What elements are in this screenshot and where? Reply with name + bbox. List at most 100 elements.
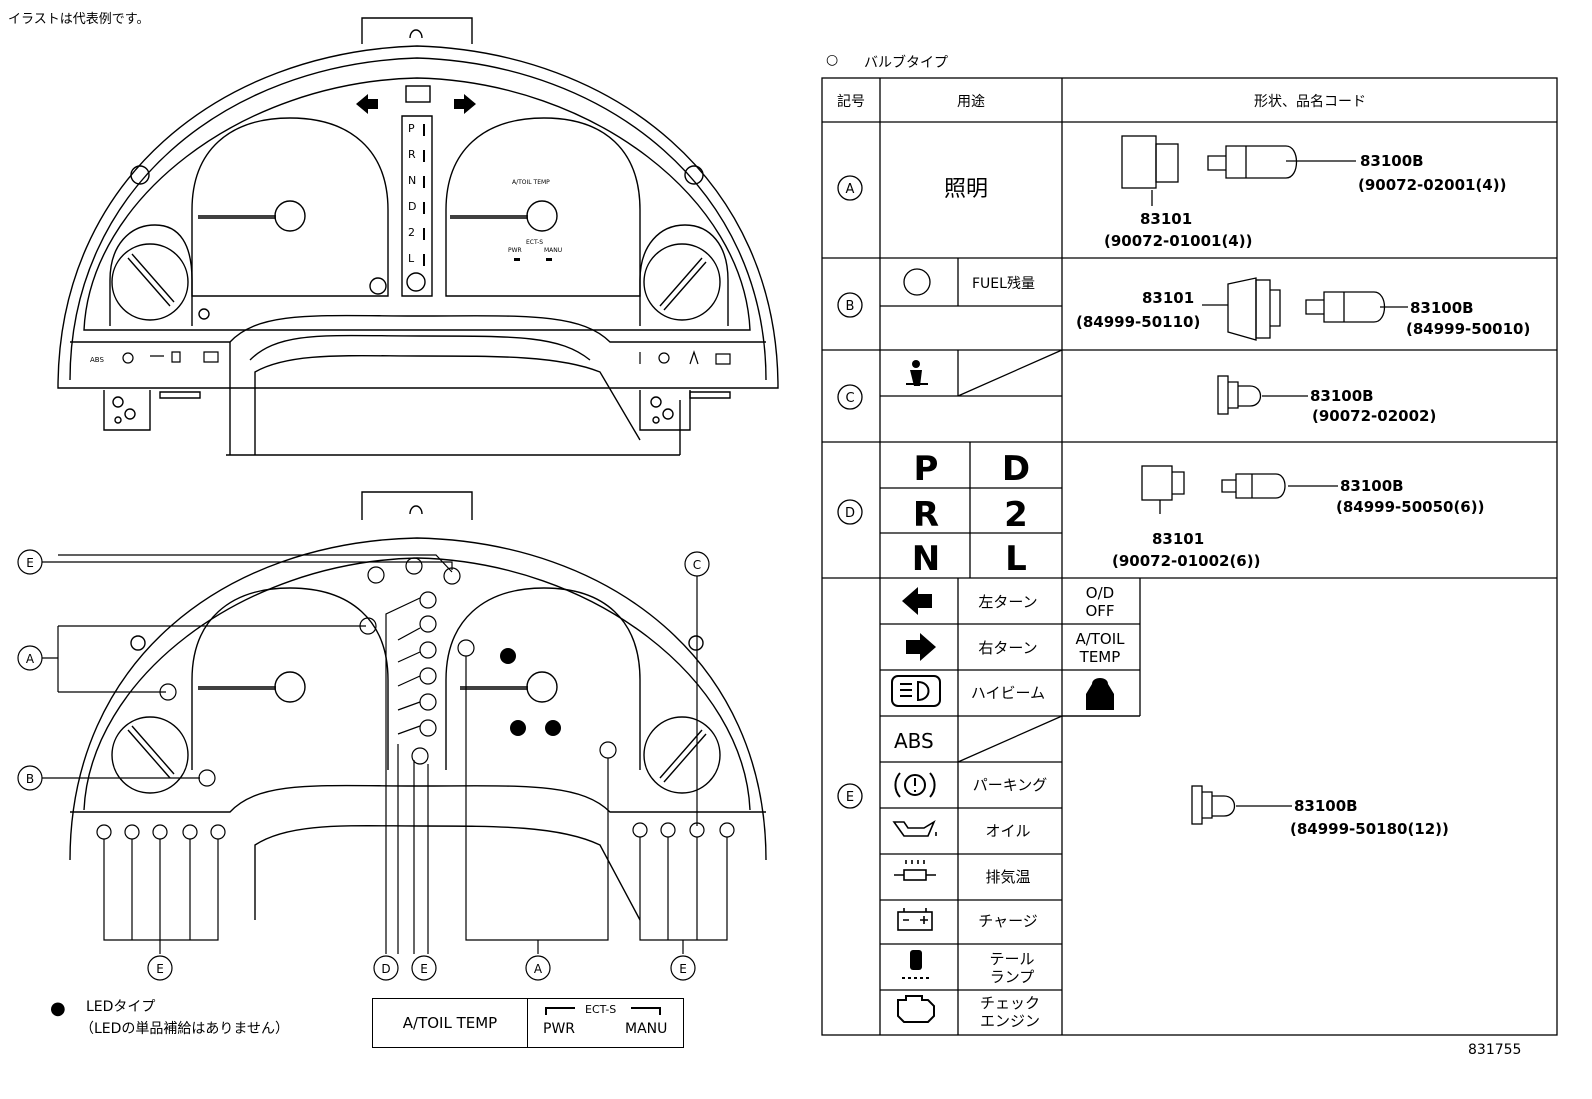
ect-small-label: ECT-S <box>526 239 543 246</box>
cluster-top-drawing: P R N D 2 L A/TOIL TEMP ECT-S PWR MANU A… <box>57 17 779 456</box>
row-e-high-beam: ハイビーム <box>971 684 1045 702</box>
led-type-label: LEDタイプ <box>86 999 156 1015</box>
row-d-letter-p: P <box>914 449 939 489</box>
row-c-code1: 83100B <box>1310 387 1374 405</box>
oil-pressure-icon <box>892 820 937 837</box>
row-b-symbol: B <box>846 299 855 314</box>
row-e-od-1: O/D <box>1086 584 1114 602</box>
row-e-exhaust-temp: 排気温 <box>985 868 1030 886</box>
led-note: （LEDの単品補給はありません） <box>80 1021 290 1037</box>
gear-letter: P <box>408 122 415 135</box>
bulb-e-drawing <box>1191 785 1292 825</box>
seatbelt-icon <box>906 360 928 386</box>
bulb-type-marker: ○ <box>826 52 839 68</box>
illustration-note: イラストは代表例です。 <box>8 12 150 27</box>
cluster-bottom-drawing: E A B C E D E A E <box>17 491 767 981</box>
row-d-code1: 83100B <box>1340 477 1404 495</box>
gear-letter: N <box>408 174 416 187</box>
row-b-sub1: (84999-50110) <box>1076 313 1200 331</box>
row-b-usage: FUEL残量 <box>972 276 1035 292</box>
row-d-code2: 83101 <box>1152 530 1204 548</box>
row-e-symbol: E <box>846 790 854 805</box>
gear-letter: 2 <box>408 226 415 239</box>
row-b-sub2: (84999-50010) <box>1406 320 1530 338</box>
row-a-sub1: (90072-02001(4)) <box>1358 176 1506 194</box>
row-a-symbol: A <box>846 182 855 197</box>
row-e-right-turn: 右ターン <box>978 639 1037 657</box>
row-a-sub2: (90072-01001(4)) <box>1104 232 1252 250</box>
header-symbol: 記号 <box>837 93 865 110</box>
gear-letter: D <box>408 200 416 213</box>
callout-e-bottom-left: E <box>156 962 164 976</box>
abs-small-label: ABS <box>90 356 104 364</box>
row-e-tail-2: ランプ <box>990 968 1035 986</box>
right-turn-icon <box>906 633 936 661</box>
row-a-usage: 照明 <box>944 177 988 202</box>
row-d-symbol: D <box>845 506 855 521</box>
bulb-c-drawing <box>1217 375 1308 415</box>
atoil-small-label: A/TOIL TEMP <box>512 179 550 186</box>
gear-letter: R <box>408 148 416 161</box>
parking-brake-icon <box>894 772 936 798</box>
pwr-label: PWR <box>543 1021 576 1037</box>
row-e-atoil-2: TEMP <box>1079 648 1121 666</box>
row-e-od-2: OFF <box>1085 602 1114 620</box>
row-e-charge: チャージ <box>978 912 1038 930</box>
row-e-sub1: (84999-50180(12)) <box>1290 820 1449 838</box>
exhaust-temp-icon <box>894 860 936 881</box>
row-e-abs: ABS <box>894 729 934 753</box>
row-e-check-2: エンジン <box>980 1012 1040 1030</box>
document-number: 831755 <box>1468 1042 1522 1058</box>
row-a-code1: 83100B <box>1360 152 1424 170</box>
bulb-b-drawing <box>1202 277 1408 341</box>
row-c-sub1: (90072-02002) <box>1312 407 1436 425</box>
warning-icons-top <box>122 350 731 365</box>
row-e-left-turn: 左ターン <box>978 593 1037 611</box>
row-d-letter-d: D <box>1002 449 1030 489</box>
row-d-sub2: (90072-01002(6)) <box>1112 552 1260 570</box>
row-c-symbol: C <box>845 391 854 406</box>
bulb-d-drawing <box>1141 465 1338 514</box>
callout-a-bottom: A <box>534 962 543 976</box>
check-engine-icon <box>897 995 935 1023</box>
row-e-oil: オイル <box>985 822 1030 840</box>
row-b-code1: 83101 <box>1142 289 1194 307</box>
row-e-tail-1: テール <box>989 950 1034 968</box>
row-e-atoil-1: A/TOIL <box>1075 630 1125 648</box>
row-d-sub1: (84999-50050(6)) <box>1336 498 1484 516</box>
callout-e-bottom-center: E <box>420 962 428 976</box>
pwr-small-label: PWR <box>508 247 522 254</box>
header-usage: 用途 <box>957 93 985 110</box>
atoil-temp-label: A/TOIL TEMP <box>373 999 528 1047</box>
indicator-panel: A/TOIL TEMP ECT-S PWR MANU <box>372 998 684 1048</box>
high-beam-icon <box>891 675 941 707</box>
manu-label: MANU <box>625 1021 668 1037</box>
callout-b-left: B <box>26 772 34 786</box>
row-d-letter-n: N <box>912 539 940 579</box>
callout-d-bottom: D <box>381 962 390 976</box>
callout-c-right: C <box>693 558 701 572</box>
callout-e-left: E <box>26 556 34 570</box>
row-e-check-1: チェック <box>980 994 1040 1012</box>
row-a-code2: 83101 <box>1140 210 1192 228</box>
led-marker: ● <box>50 998 66 1019</box>
tail-lamp-icon <box>902 950 930 979</box>
battery-charge-icon <box>897 908 933 931</box>
bulb-type-title: バルブタイプ <box>864 55 948 71</box>
header-shape: 形状、品名コード <box>1254 94 1366 110</box>
left-turn-icon <box>902 587 932 615</box>
manu-small-label: MANU <box>544 247 562 254</box>
row-e-code1: 83100B <box>1294 797 1358 815</box>
gear-letters-top: P R N D 2 L <box>408 122 416 265</box>
ect-s-label: ECT-S <box>585 1003 617 1016</box>
callout-e-bottom-right: E <box>679 962 687 976</box>
callout-a-left: A <box>26 652 35 666</box>
bulb-a-drawing <box>1121 135 1356 206</box>
row-d-letter-2: 2 <box>1004 495 1028 535</box>
gear-letter: L <box>408 252 415 265</box>
row-e-parking: パーキング <box>973 776 1048 794</box>
row-d-letter-l: L <box>1005 539 1027 579</box>
door-open-icon <box>1086 678 1114 710</box>
row-d-letter-r: R <box>913 495 939 535</box>
